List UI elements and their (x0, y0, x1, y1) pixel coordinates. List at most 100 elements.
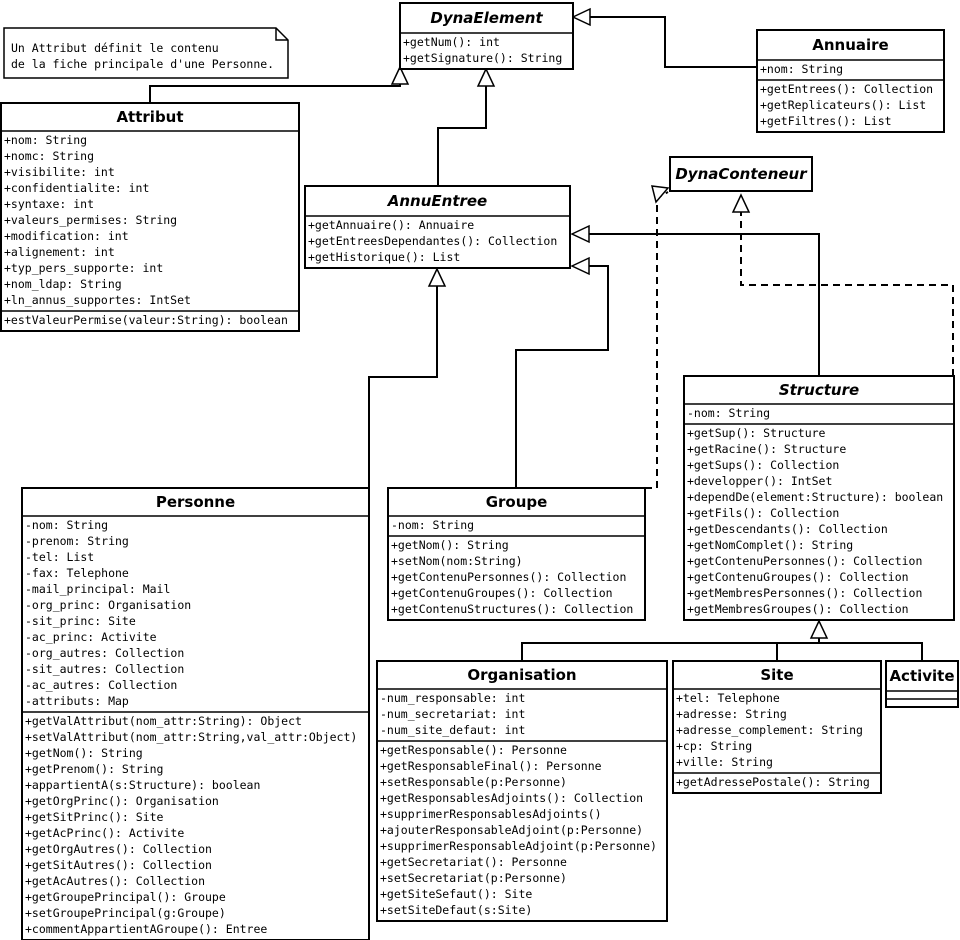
class-operation: +getContenuPersonnes(): Collection (687, 554, 922, 568)
arrowhead-subclasses-structure (809, 619, 829, 639)
class-box (672, 660, 882, 794)
class-attribute: +adresse_complement: String (676, 723, 863, 737)
note-fold (275, 28, 288, 41)
class-operation: +getMembresPersonnes(): Collection (687, 586, 922, 600)
class-box (399, 2, 574, 70)
edge-attribut-to-dynaelement (149, 82, 401, 103)
class-operation: +estValeurPermise(valeur:String): boolea… (4, 313, 288, 327)
class-operation: +getContenuPersonnes(): Collection (391, 570, 626, 584)
class-operation: +getGroupePrincipal(): Groupe (25, 890, 226, 904)
class-attribute: -ac_autres: Collection (25, 678, 177, 692)
class-operation: +supprimerResponsableAdjoint(p:Personne) (380, 839, 657, 853)
class-attribute: +visibilite: int (4, 165, 115, 179)
edge-structure-to-dynaconteneur (740, 212, 954, 376)
class-operation: +getReplicateurs(): List (760, 98, 926, 112)
class-operation: +developper(): IntSet (687, 474, 832, 488)
class-attribute: -tel: List (25, 550, 94, 564)
arrowhead-groupe-annuentree (570, 256, 590, 276)
class-attribute: +ln_annus_supportes: IntSet (4, 293, 191, 307)
class-operation: +setSecretariat(p:Personne) (380, 871, 567, 885)
class-attribute: -mail_principal: Mail (25, 582, 170, 596)
class-annuaire: Annuaire+nom: String+getEntrees(): Colle… (756, 29, 945, 133)
class-box (387, 487, 646, 621)
class-name: Activite (889, 667, 954, 685)
class-box (376, 660, 668, 922)
class-operation: +getPrenom(): String (25, 762, 163, 776)
class-operation: +getAcPrinc(): Activite (25, 826, 184, 840)
class-attribute: -attributs: Map (25, 694, 129, 708)
edge-annuentree-to-dynaelement (437, 85, 487, 186)
class-operation: +getMembresGroupes(): Collection (687, 602, 909, 616)
class-attribute: +cp: String (676, 739, 752, 753)
arrowhead-annuaire-dynaelement (571, 7, 591, 27)
class-box (0, 102, 300, 332)
class-attribute: -prenom: String (25, 534, 129, 548)
class-attribute: -fax: Telephone (25, 566, 129, 580)
class-name: Annuaire (812, 36, 888, 54)
class-attribute: -num_secretariat: int (380, 707, 525, 721)
class-operation: +getResponsableFinal(): Personne (380, 759, 602, 773)
class-operation: +getSup(): Structure (687, 426, 826, 440)
class-operation: +getEntreesDependantes(): Collection (308, 234, 557, 248)
arrowhead-structure-annuentree (570, 224, 590, 244)
class-activite: Activite (885, 660, 959, 708)
class-name: DynaElement (430, 9, 543, 27)
class-operation: +getSups(): Collection (687, 458, 839, 472)
class-name: Site (760, 666, 793, 684)
note-line: Un Attribut définit le contenu (11, 41, 219, 55)
class-operation: +getFils(): Collection (687, 506, 839, 520)
class-personne: Personne -nom: String -prenom: String -tel:… (21, 487, 370, 940)
arrowhead-groupe-dynaconteneur (651, 185, 670, 204)
class-attribute: -sit_princ: Site (25, 614, 136, 628)
class-attribute: -org_autres: Collection (25, 646, 184, 660)
class-attribute: +tel: Telephone (676, 691, 780, 705)
class-attribute: +confidentialite: int (4, 181, 149, 195)
class-box (21, 487, 370, 940)
class-operation: +setResponsable(p:Personne) (380, 775, 567, 789)
class-operation: +getContenuGroupes(): Collection (391, 586, 613, 600)
class-operation: +appartientA(s:Structure): boolean (25, 778, 260, 792)
class-dynaconteneur: DynaConteneur (669, 156, 813, 192)
class-name: Structure (779, 381, 859, 399)
class-operation: +getOrgAutres(): Collection (25, 842, 212, 856)
class-attribute: -nom: String (391, 518, 474, 532)
class-operation: +setSiteDefaut(s:Site) (380, 903, 532, 917)
class-name: AnnuEntree (387, 192, 488, 210)
class-attribute: +alignement: int (4, 245, 115, 259)
class-operation: +getNomComplet(): String (687, 538, 853, 552)
class-operation: +getSitAutres(): Collection (25, 858, 212, 872)
class-attribute: -org_princ: Organisation (25, 598, 191, 612)
class-name: Organisation (467, 666, 576, 684)
class-box (304, 185, 571, 269)
class-organisation: Organisation-num_responsable: int-num_se… (376, 660, 668, 922)
class-operation: +getNom(): String (25, 746, 143, 760)
class-operation: +setNom(nom:String) (391, 554, 523, 568)
class-attribute: +nom: String (4, 133, 87, 147)
class-operation: +getResponsable(): Personne (380, 743, 567, 757)
class-operation: +getSecretariat(): Personne (380, 855, 567, 869)
class-operation: +supprimerResponsablesAdjoints() (380, 807, 602, 821)
class-name: Attribut (116, 108, 183, 126)
class-operation: +commentAppartientAGroupe(): Entree (25, 922, 267, 936)
class-annuentree: AnnuEntree+getAnnuaire(): Annuaire+getEn… (304, 185, 571, 269)
class-operation: +getAcAutres(): Collection (25, 874, 205, 888)
note-line: de la fiche principale d'une Personne. (11, 57, 274, 71)
edge-personne-to-annuentree (368, 286, 438, 488)
class-attribute: +adresse: String (676, 707, 787, 721)
class-name: Personne (156, 493, 235, 511)
class-operation: +getDescendants(): Collection (687, 522, 888, 536)
arrowhead-annuentree-dynaelement (476, 67, 496, 87)
edge-groupe-to-annuentree (515, 265, 609, 488)
edge-groupe-to-dynaconteneur (645, 191, 669, 489)
class-attribute: -nom: String (25, 518, 108, 532)
class-attribute: +ville: String (676, 755, 773, 769)
class-name: Groupe (486, 493, 548, 511)
edge-structure-to-annuentree (589, 233, 820, 376)
class-operation: +dependDe(element:Structure): boolean (687, 490, 943, 504)
class-operation: +getSignature(): String (403, 51, 562, 65)
note-shape (3, 27, 289, 79)
class-attribute: +syntaxe: int (4, 197, 94, 211)
class-attribute: -ac_princ: Activite (25, 630, 157, 644)
class-name: DynaConteneur (675, 165, 808, 183)
class-attribute: +modification: int (4, 229, 129, 243)
